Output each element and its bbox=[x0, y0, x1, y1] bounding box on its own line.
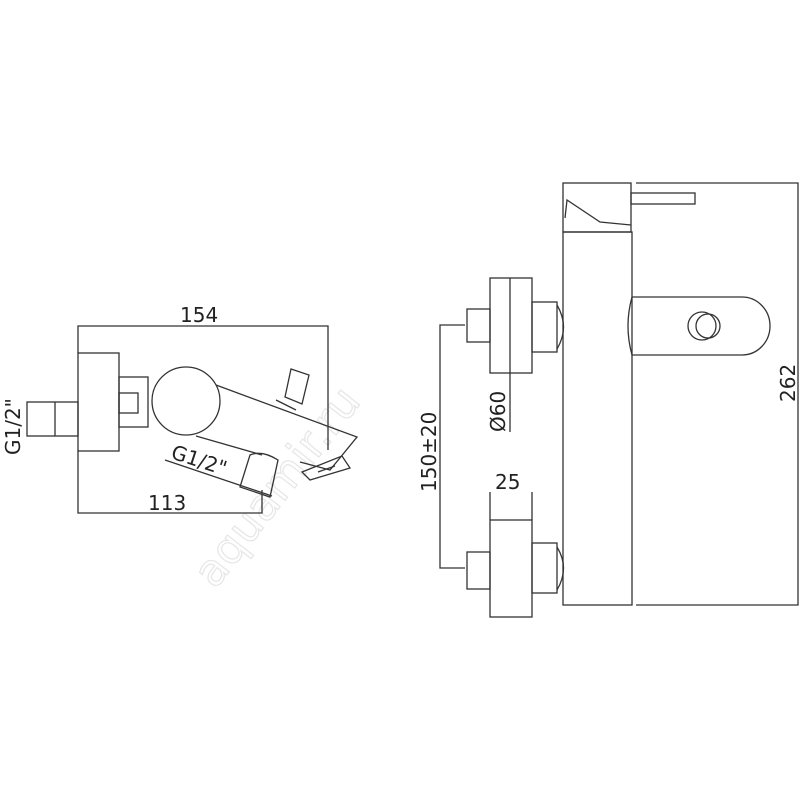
mixer-body bbox=[151, 366, 221, 436]
outlet-connector bbox=[239, 452, 279, 498]
inlet-thread-label: G1/2" bbox=[1, 398, 25, 455]
height-dimension-label: 262 bbox=[776, 364, 800, 402]
outlet-dimension-label: 113 bbox=[148, 491, 186, 515]
dimension-lines bbox=[77, 325, 329, 514]
lower-flange bbox=[489, 519, 533, 618]
diverter-circle bbox=[687, 311, 717, 341]
eccentric-dimension-lines bbox=[439, 324, 465, 569]
wall-flange bbox=[77, 352, 120, 452]
spout-side bbox=[627, 296, 771, 356]
width-dimension-label: 154 bbox=[180, 303, 218, 327]
aerator bbox=[300, 455, 352, 481]
upper-flange bbox=[489, 277, 533, 374]
main-body bbox=[562, 231, 633, 606]
spout bbox=[195, 384, 359, 471]
side-view: 262 Ø60 25 150±20 bbox=[417, 182, 800, 618]
diverter-knob bbox=[275, 368, 310, 411]
eccentric-dimension-label: 150±20 bbox=[417, 412, 441, 492]
flange-diameter-label: Ø60 bbox=[486, 391, 510, 432]
connector-block bbox=[118, 376, 149, 428]
inlet-pipe bbox=[26, 401, 79, 437]
lever-handle bbox=[630, 192, 696, 205]
watermark: aquamir.ru bbox=[183, 377, 370, 597]
outlet-thread-label: G1/2" bbox=[168, 440, 230, 480]
flange-depth-label: 25 bbox=[495, 470, 520, 494]
height-dimension-lines bbox=[636, 182, 799, 606]
